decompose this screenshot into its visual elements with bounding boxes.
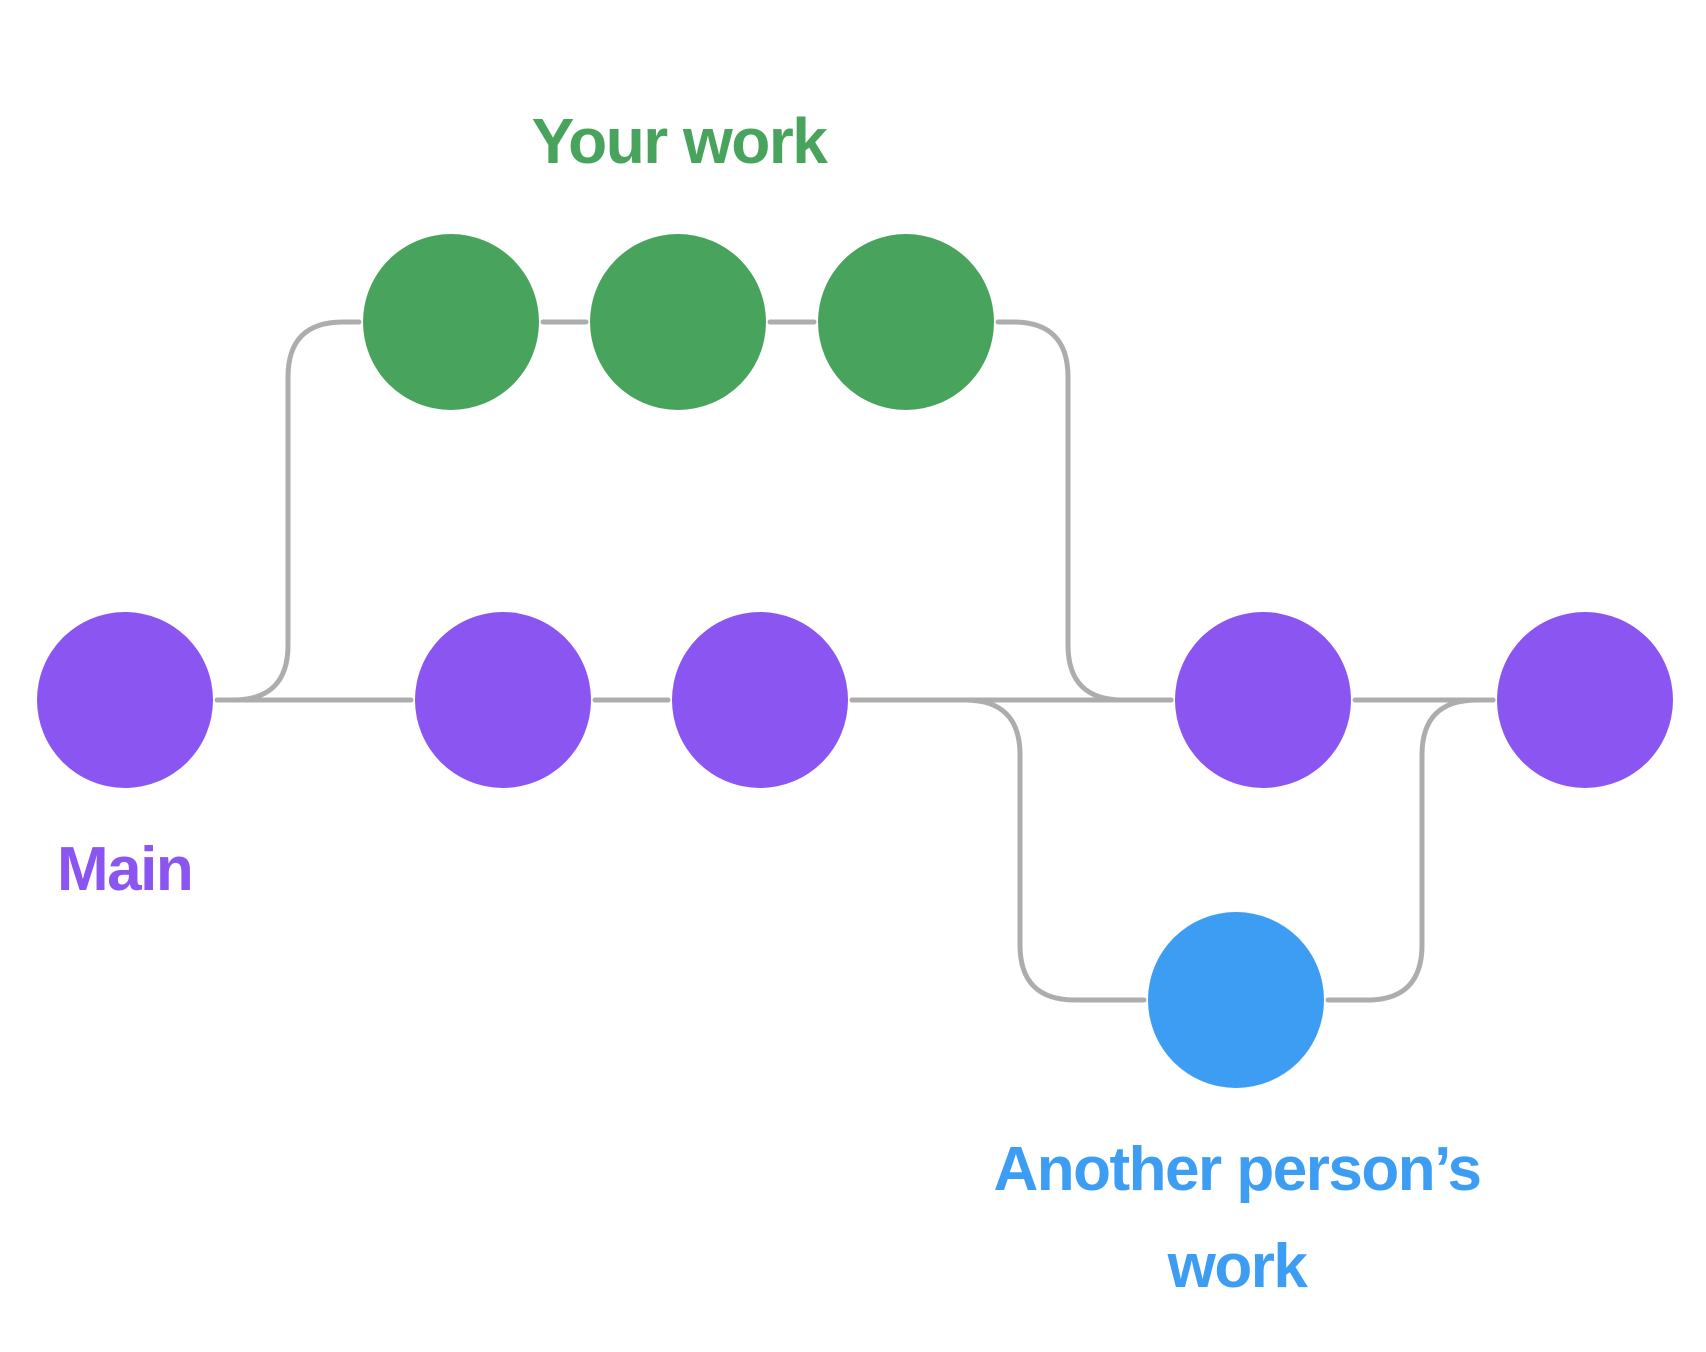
connector-branch-out-another-person xyxy=(962,697,1147,1003)
connector-merge-in-your-work xyxy=(995,319,1174,703)
commit-node-your-work-2 xyxy=(590,234,766,410)
connector-merge-in-another-person xyxy=(1325,697,1496,1003)
connector-branch-out-your-work xyxy=(230,319,362,703)
commit-nodes xyxy=(37,234,1673,1088)
commit-node-your-work-1 xyxy=(363,234,539,410)
branch-labels: Your work Main Another person’s work xyxy=(57,105,1482,1301)
commit-node-main-3 xyxy=(672,612,848,788)
another-persons-work-branch-label-line1: Another person’s xyxy=(994,1135,1481,1204)
your-work-branch-label: Your work xyxy=(532,105,829,177)
commit-node-main-2 xyxy=(415,612,591,788)
commit-node-main-1 xyxy=(37,612,213,788)
commit-node-main-4 xyxy=(1175,612,1351,788)
main-branch-label: Main xyxy=(57,835,192,904)
another-persons-work-branch-label-line2: work xyxy=(1167,1232,1309,1301)
commit-node-another-persons-work-1 xyxy=(1148,912,1324,1088)
commit-node-main-5 xyxy=(1497,612,1673,788)
commit-node-your-work-3 xyxy=(818,234,994,410)
branch-connectors xyxy=(214,319,1496,1003)
